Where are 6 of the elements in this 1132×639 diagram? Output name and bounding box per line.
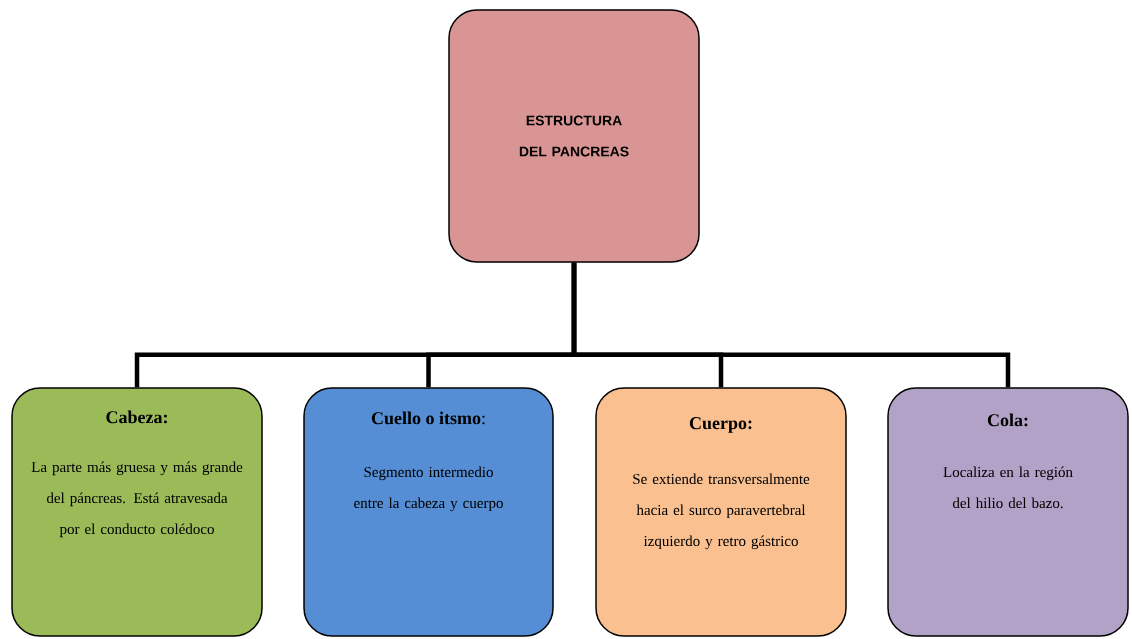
part-box: Cuerpo: Se extiende transversalmente hacia el surco paravertebral izquierdo y retro gástrico — [595, 387, 847, 637]
connector — [571, 262, 1011, 388]
part-box: Cabeza: La parte más gruesa y más grande del páncreas. Está atravesada por el conducto colédoco — [11, 387, 263, 637]
part-box: Cuello o itsmo: Segmento intermedio entre la cabeza y cuerpo — [303, 387, 554, 637]
part-box: Cola: Localiza en la región del hilio del bazo. — [887, 387, 1129, 637]
title-box: ESTRUCTURA DEL PANCREAS — [448, 9, 700, 263]
